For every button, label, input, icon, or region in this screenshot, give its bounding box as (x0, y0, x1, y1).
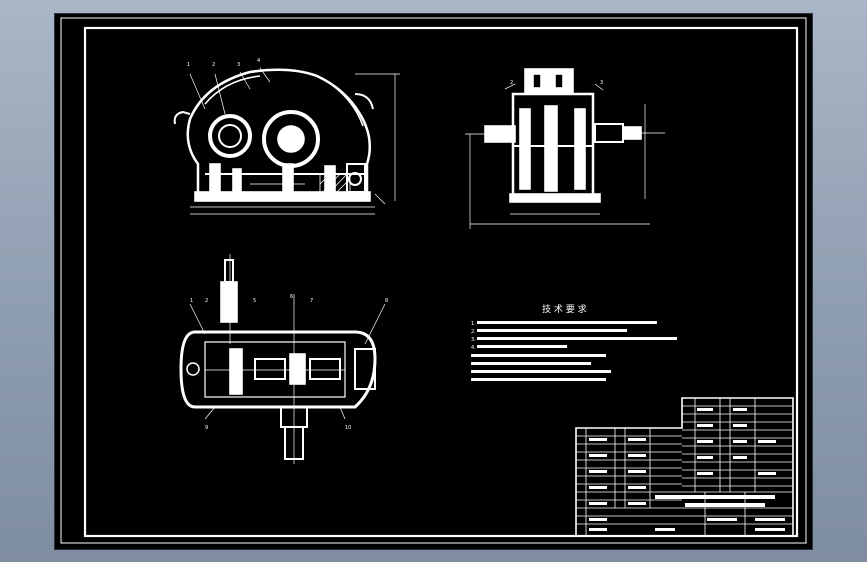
svg-text:3: 3 (237, 62, 240, 68)
title-block-lower-rows (576, 428, 793, 536)
svg-text:2.: 2. (471, 329, 476, 335)
gearbox-side-view (465, 68, 665, 229)
svg-text:3: 3 (600, 80, 603, 86)
svg-text:1: 1 (190, 298, 193, 304)
tech-req-text-lines: 1. 2. 3. 4. (471, 321, 677, 381)
title-block-upper-rows (682, 398, 793, 492)
outer-sheet-border (60, 17, 807, 544)
svg-text:4.: 4. (471, 345, 476, 351)
title-block-text-fills (589, 408, 785, 531)
inner-sheet-frame (83, 26, 799, 538)
svg-text:2: 2 (205, 298, 208, 304)
svg-text:4: 4 (257, 58, 260, 64)
technical-requirements: 技 术 要 求 1. 2. 3. 4. (471, 303, 677, 381)
svg-text:1: 1 (187, 62, 190, 68)
svg-text:6: 6 (290, 294, 293, 300)
svg-text:8: 8 (385, 298, 388, 304)
svg-text:10: 10 (345, 425, 351, 431)
title-block[interactable] (575, 397, 794, 537)
svg-text:7: 7 (310, 298, 313, 304)
svg-text:2: 2 (510, 80, 513, 86)
cad-drawing: 1 2 3 4 2 3 1 2 5 6 7 8 9 10 技 术 要 求 1. 2. 3. 4… (60, 17, 807, 544)
svg-text:3.: 3. (471, 337, 476, 343)
svg-text:5: 5 (253, 298, 256, 304)
svg-text:9: 9 (205, 425, 208, 431)
leader-numbers: 1 2 3 4 2 3 1 2 5 6 7 8 9 10 (187, 58, 603, 431)
gearbox-top-view (179, 254, 386, 464)
svg-text:2: 2 (212, 62, 215, 68)
svg-text:1.: 1. (471, 321, 476, 327)
gearbox-front-view (173, 67, 400, 215)
tech-req-title: 技 术 要 求 (542, 303, 587, 315)
drawing-canvas[interactable]: 1 2 3 4 2 3 1 2 5 6 7 8 9 10 技 术 要 求 1. 2. 3. 4… (55, 14, 812, 549)
